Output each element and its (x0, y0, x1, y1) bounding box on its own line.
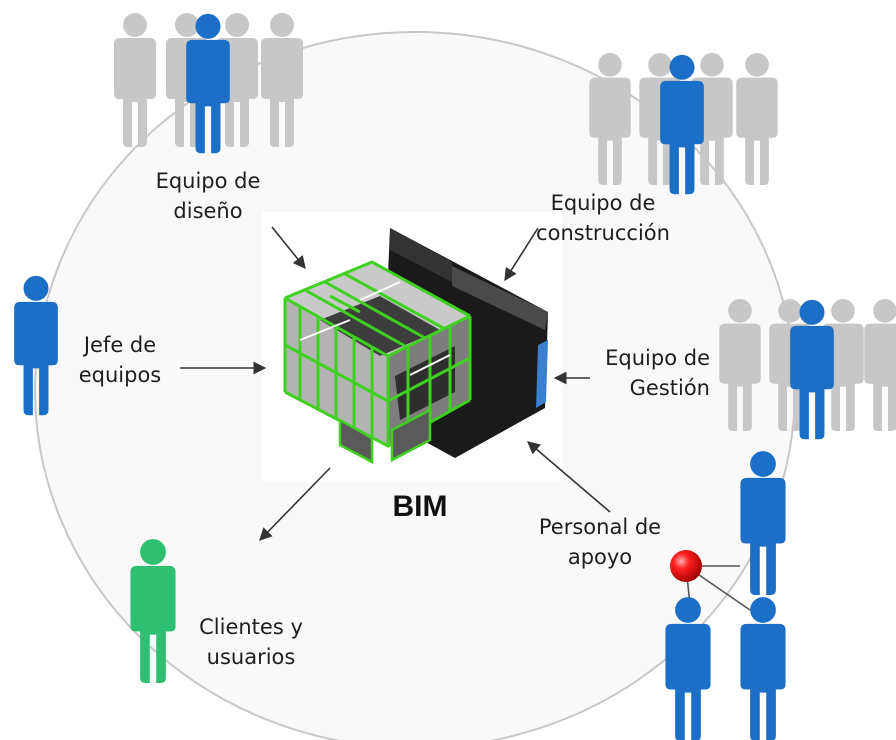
clients-users-label: Clientes y usuarios (176, 612, 326, 672)
construction-team-label: Equipo de construcción (513, 188, 693, 248)
red-sphere-icon (670, 550, 702, 582)
support-staff-label-line2: apoyo (567, 545, 633, 569)
support-staff-label-line1: Personal de (538, 515, 662, 539)
team-leader-label-line1: Jefe de (83, 333, 157, 357)
management-team-group (719, 298, 896, 440)
person-icon (740, 597, 786, 740)
management-team-label-line2: Gestión (629, 376, 710, 400)
arrow-construction-team (504, 227, 539, 282)
management-team-label: Equipo de Gestión (560, 343, 710, 403)
construction-team-label-line1: Equipo de (550, 191, 656, 215)
clients-users-label-line1: Clientes y (199, 615, 303, 639)
team-leader-label: Jefe de equipos (60, 330, 180, 390)
arrows (180, 226, 611, 541)
person-icon (736, 52, 778, 185)
design-team-label-line1: Equipo de (155, 169, 261, 193)
bim-building-model (283, 228, 548, 465)
person-icon (864, 298, 896, 431)
arrow-clients-users (259, 467, 331, 541)
support-staff-label: Personal de apoyo (520, 512, 680, 572)
design-team-label: Equipo de diseño (128, 166, 288, 226)
management-team-label-line1: Equipo de (605, 346, 710, 370)
bim-title: BIM (392, 490, 448, 523)
design-team-label-line2: diseño (173, 199, 243, 223)
support-staff-group (665, 451, 786, 740)
arrow-support-staff (527, 441, 611, 513)
team-leader-label-line2: equipos (78, 363, 162, 387)
clients-users-label-line2: usuarios (206, 645, 296, 669)
construction-team-label-line2: construcción (536, 221, 670, 245)
person-icon (114, 13, 156, 147)
arrow-design-team (271, 226, 306, 269)
